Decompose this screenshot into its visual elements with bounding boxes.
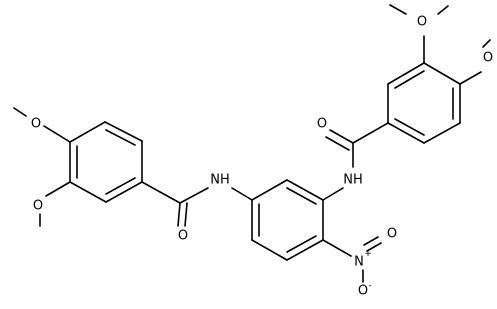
left-carbonyl-nh-bond [179, 187, 209, 204]
left-carbonyl-double-bond [177, 202, 181, 227]
right-para-methoxy-bond [459, 71, 482, 85]
right-meta-methyl-2 [437, 5, 449, 15]
amide-nh-label: NH [210, 173, 230, 188]
oxygen-label: O [178, 229, 188, 244]
left-ring-carbonyl-bond [141, 181, 181, 204]
oxygen-label: O [33, 199, 43, 214]
right-meta-methyl [389, 4, 407, 15]
right-carbonyl-ring-bond [352, 122, 389, 144]
oxygen-label: O [387, 227, 397, 242]
left-para-methoxy-bond [43, 125, 71, 143]
left-carbonyl-double-bond-2 [184, 202, 188, 227]
left-nh-ring-bond [231, 187, 253, 201]
oxygen-label: O [358, 284, 368, 299]
right-para-methyl [482, 39, 491, 48]
positive-charge-label: + [364, 249, 372, 259]
right-carbonyl-double-bond-2 [325, 136, 350, 151]
right-ring-nh-bond [322, 187, 344, 201]
left-para-methyl [13, 107, 27, 117]
right-carbonyl-double-bond [329, 129, 354, 144]
left-meta-methoxy-bond [45, 181, 71, 197]
oxygen-label: O [483, 51, 493, 66]
amide-nh-label: NH [343, 173, 363, 188]
negative-charge-label: - [368, 281, 371, 291]
nitro-double-bond-2 [366, 242, 382, 252]
nitro-bond [322, 239, 352, 257]
central-benzene-ring [251, 179, 324, 261]
right-benzene-ring [387, 62, 461, 144]
oxygen-label: O [31, 117, 41, 132]
oxygen-label: O [317, 117, 327, 132]
oxygen-label: O [417, 15, 427, 30]
left-benzene-ring [69, 121, 143, 203]
nitro-nitrogen-label: N [354, 255, 364, 270]
nitro-double-bond [363, 236, 379, 246]
